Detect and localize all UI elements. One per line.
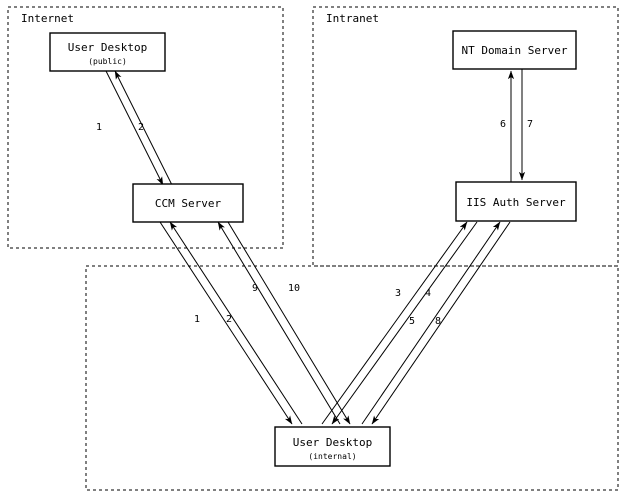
node-nt-domain-server-title: NT Domain Server bbox=[462, 44, 568, 57]
zone-boundaries bbox=[7, 6, 619, 491]
flow-line-1-internal bbox=[169, 221, 303, 425]
flow-group-internal-ccm-a bbox=[159, 221, 303, 425]
zone-intranet-label: Intranet bbox=[326, 12, 379, 25]
node-user-desktop-internal-box[interactable] bbox=[274, 426, 391, 467]
flow-line-1-public bbox=[105, 70, 164, 186]
flow-label-4: 4 bbox=[425, 288, 431, 299]
flow-line-5 bbox=[361, 221, 501, 425]
flow-line-9 bbox=[217, 221, 341, 425]
flow-group-internal-ccm-b bbox=[217, 221, 351, 425]
node-user-desktop-public[interactable]: User Desktop (public) bbox=[49, 32, 166, 72]
flow-group-public-ccm bbox=[105, 70, 173, 186]
flow-group-internal-iis-b bbox=[361, 221, 511, 425]
flow-line-4 bbox=[331, 221, 478, 425]
flow-label-9: 9 bbox=[252, 283, 258, 294]
node-user-desktop-public-box[interactable] bbox=[49, 32, 166, 72]
flow-line-10 bbox=[227, 221, 351, 425]
node-user-desktop-internal[interactable]: User Desktop (internal) bbox=[274, 426, 391, 467]
flow-label-8: 8 bbox=[435, 316, 441, 327]
node-user-desktop-public-title: User Desktop bbox=[68, 41, 147, 54]
flow-label-7: 7 bbox=[527, 119, 533, 130]
node-iis-auth-server[interactable]: IIS Auth Server bbox=[455, 181, 577, 222]
node-user-desktop-internal-title: User Desktop bbox=[293, 436, 372, 449]
flow-label-1-internal: 1 bbox=[194, 314, 200, 325]
node-iis-auth-server-title: IIS Auth Server bbox=[466, 196, 566, 209]
flow-label-10: 10 bbox=[288, 283, 300, 294]
flow-label-2-public: 2 bbox=[138, 122, 144, 133]
flow-label-6: 6 bbox=[500, 119, 506, 130]
flow-label-2-internal: 2 bbox=[226, 314, 232, 325]
node-nt-domain-server[interactable]: NT Domain Server bbox=[452, 30, 577, 70]
node-ccm-server-box[interactable] bbox=[132, 183, 244, 223]
flow-group-iis-nt bbox=[507, 69, 526, 182]
flow-group-internal-iis-a bbox=[321, 221, 478, 425]
zone-bottom-boundary bbox=[85, 265, 619, 491]
flow-line-2-public bbox=[114, 70, 173, 186]
node-ccm-server-title: CCM Server bbox=[155, 197, 222, 210]
flow-label-1-public: 1 bbox=[96, 122, 102, 133]
node-iis-auth-server-box[interactable] bbox=[455, 181, 577, 222]
node-user-desktop-public-subtitle: (public) bbox=[88, 57, 127, 66]
flow-label-5: 5 bbox=[409, 316, 415, 327]
flow-line-2-internal bbox=[159, 221, 293, 425]
node-user-desktop-internal-subtitle: (internal) bbox=[308, 452, 356, 461]
flow-label-3: 3 bbox=[395, 288, 401, 299]
node-nt-domain-server-box[interactable] bbox=[452, 30, 577, 70]
flow-line-8 bbox=[371, 221, 511, 425]
flow-line-3 bbox=[321, 221, 468, 425]
zone-internet-label: Internet bbox=[21, 12, 74, 25]
node-ccm-server[interactable]: CCM Server bbox=[132, 183, 244, 223]
